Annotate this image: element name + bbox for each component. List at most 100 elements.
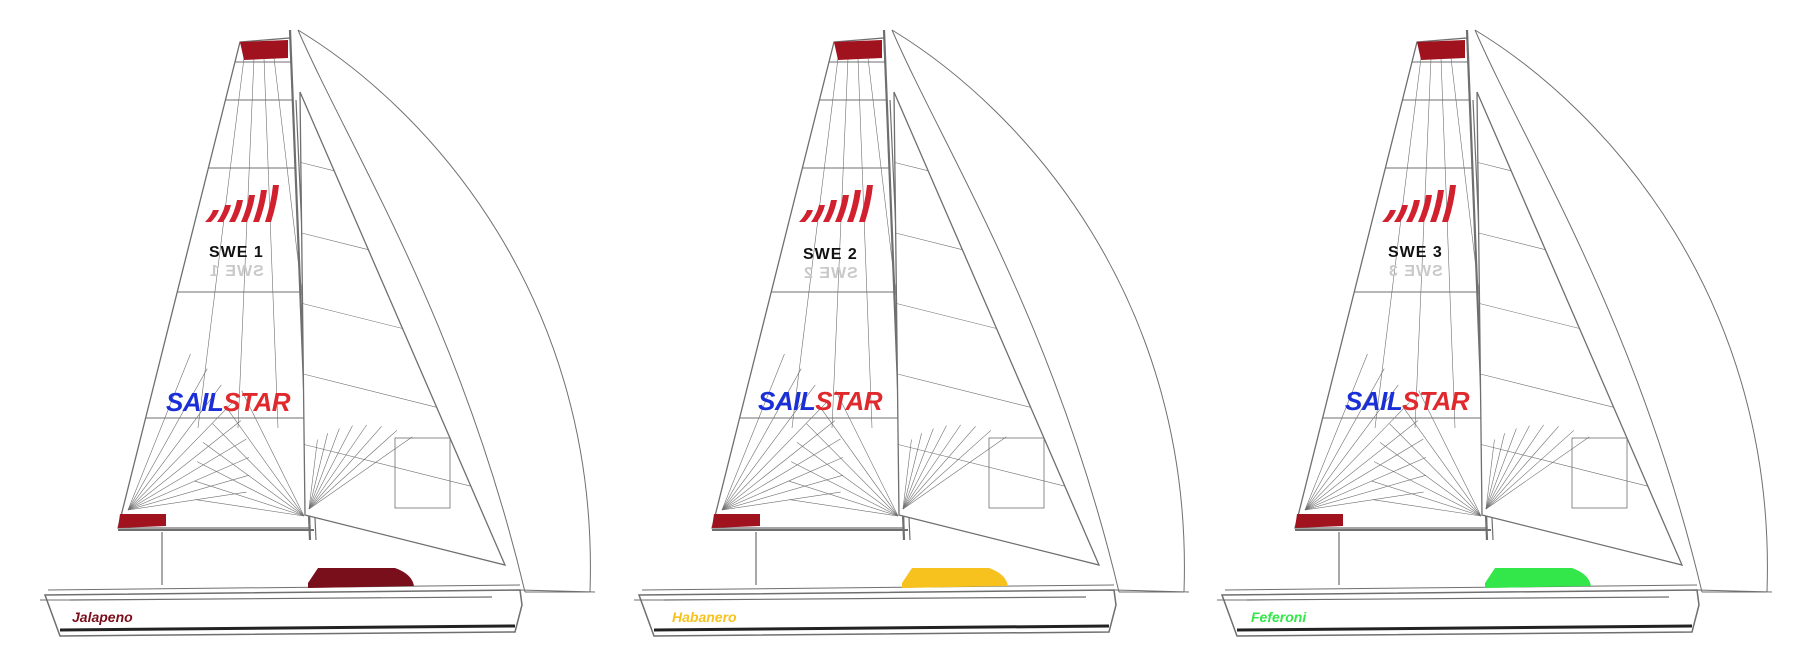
mainsail-radial-seam bbox=[1371, 480, 1482, 517]
sail-number-mirror: SWE 2 bbox=[803, 265, 858, 282]
mainsail-seam bbox=[1374, 57, 1422, 429]
hull-rubrail bbox=[69, 596, 493, 601]
boat-1: SWE 1 SWE 1 SAILSTAR Jalapeno bbox=[0, 0, 600, 662]
mainsail-radial-seam bbox=[1418, 390, 1482, 517]
jib-radial-seam bbox=[308, 426, 382, 510]
class-logo-stripe bbox=[241, 195, 255, 222]
boat-3: SWE 3 SWE 3 SAILSTAR Feferoni bbox=[1175, 0, 1775, 662]
brand-part-a: SAIL bbox=[166, 387, 224, 417]
mainsail-radial-seam bbox=[127, 353, 191, 511]
mainsail-seam bbox=[1440, 57, 1456, 429]
mainsail-seam bbox=[791, 57, 839, 429]
class-logo-stripe bbox=[1382, 210, 1396, 222]
mainsail-radial-seam bbox=[1304, 420, 1419, 511]
mainsail-radial-seam bbox=[806, 423, 899, 517]
gennaker-leech bbox=[297, 29, 591, 593]
jib-radial-seam bbox=[308, 433, 328, 510]
sail-number: SWE 3 bbox=[1388, 244, 1443, 261]
boat-1-drawing bbox=[40, 29, 596, 637]
sail-number-mirror: SWE 1 bbox=[209, 263, 264, 280]
class-logo-stripe bbox=[217, 205, 231, 222]
mainsail-seam bbox=[237, 57, 255, 429]
mainsail-radial-seam bbox=[225, 406, 305, 517]
jib-seam bbox=[1480, 373, 1614, 408]
tack-patch bbox=[1295, 514, 1343, 528]
hull-boot-stripe bbox=[1236, 624, 1693, 632]
jib-radial-seam bbox=[1485, 425, 1530, 510]
mainsail-radial-seam bbox=[212, 423, 305, 517]
brand-part-b: STAR bbox=[1402, 386, 1470, 416]
jib-window bbox=[1571, 437, 1628, 509]
jib-seam bbox=[300, 162, 335, 172]
mainsail-radial-seam bbox=[196, 461, 305, 517]
mainsail-seam bbox=[857, 57, 873, 429]
jib-window bbox=[988, 437, 1045, 509]
jib-radial-seam bbox=[902, 424, 961, 510]
mainsail-radial-seam bbox=[721, 474, 844, 511]
hull bbox=[637, 589, 1117, 637]
mainsail-radial-seam bbox=[127, 438, 247, 511]
boat-name: Jalapeno bbox=[72, 609, 133, 625]
boat-2-drawing bbox=[634, 29, 1190, 637]
class-logo-stripe bbox=[265, 185, 279, 222]
jib-radial-seam bbox=[902, 425, 947, 510]
deck-line bbox=[47, 584, 521, 591]
class-logo-stripe bbox=[835, 195, 849, 222]
jib-radial-seam bbox=[902, 430, 992, 510]
jib-radial-seam bbox=[1485, 430, 1575, 510]
jib-seam bbox=[302, 303, 403, 329]
mainsail-radial-seam bbox=[1304, 474, 1427, 511]
mainsail-radial-seam bbox=[789, 499, 899, 517]
mainsail-radial-seam bbox=[127, 368, 208, 511]
jib-seam bbox=[304, 444, 471, 487]
jib-radial-seam bbox=[902, 428, 934, 510]
mainsail-radial-seam bbox=[1304, 353, 1368, 511]
class-logo-stripe bbox=[799, 210, 813, 222]
mainsail bbox=[711, 37, 905, 529]
bowsprit bbox=[519, 589, 596, 593]
mainsail-radial-seam bbox=[1372, 499, 1482, 517]
class-logo-stripe bbox=[1406, 200, 1420, 222]
jib-radial-seam bbox=[308, 428, 340, 510]
mainsail-radial-seam bbox=[127, 491, 247, 511]
boat-2: SWE 2 SWE 2 SAILSTAR Habanero bbox=[590, 0, 1190, 662]
class-logo-stripe bbox=[229, 200, 243, 222]
sail-brand-logo: SAILSTAR bbox=[758, 386, 883, 417]
sail-number: SWE 1 bbox=[209, 244, 264, 261]
jib-radial-seam bbox=[1485, 426, 1559, 510]
gennaker-leech bbox=[891, 29, 1185, 593]
brand-part-a: SAIL bbox=[758, 386, 816, 416]
jib-radial-seam bbox=[1485, 424, 1544, 510]
class-logo-stripe bbox=[1394, 205, 1408, 222]
mainsail-radial-seam bbox=[1304, 491, 1424, 511]
hull bbox=[1220, 589, 1700, 637]
mainsail bbox=[1294, 37, 1488, 529]
jib-seam bbox=[898, 444, 1065, 487]
jib-seam bbox=[1479, 303, 1580, 329]
gennaker-luff bbox=[891, 29, 1120, 593]
class-logo-stripe bbox=[859, 185, 873, 222]
jib-radial-seam bbox=[308, 425, 353, 510]
jib-seam bbox=[301, 232, 369, 250]
mainsail-radial-seam bbox=[241, 390, 305, 517]
jib-radial-seam bbox=[902, 433, 922, 510]
mainsail-radial-seam bbox=[1304, 384, 1399, 511]
mainsail-seam bbox=[1414, 57, 1432, 429]
mainsail-radial-seam bbox=[835, 390, 899, 517]
jib-radial-seam bbox=[902, 439, 912, 510]
sail-number-mirror: SWE 3 bbox=[1388, 263, 1443, 280]
jib-radial-seam bbox=[1485, 433, 1505, 510]
mainsail-radial-seam bbox=[195, 499, 305, 517]
jib-seam bbox=[303, 373, 437, 408]
brand-part-b: STAR bbox=[815, 386, 883, 416]
jib-window bbox=[394, 437, 451, 509]
jib-seam bbox=[895, 232, 963, 250]
class-logo-stripe bbox=[205, 210, 219, 222]
jib-seam bbox=[1481, 444, 1648, 487]
hull-rubrail bbox=[1246, 596, 1670, 601]
hull bbox=[43, 589, 523, 637]
class-logo-stripe bbox=[811, 205, 825, 222]
gennaker-luff bbox=[297, 29, 526, 593]
mainsail-radial-seam bbox=[127, 420, 242, 511]
jib-radial-seam bbox=[308, 424, 367, 510]
